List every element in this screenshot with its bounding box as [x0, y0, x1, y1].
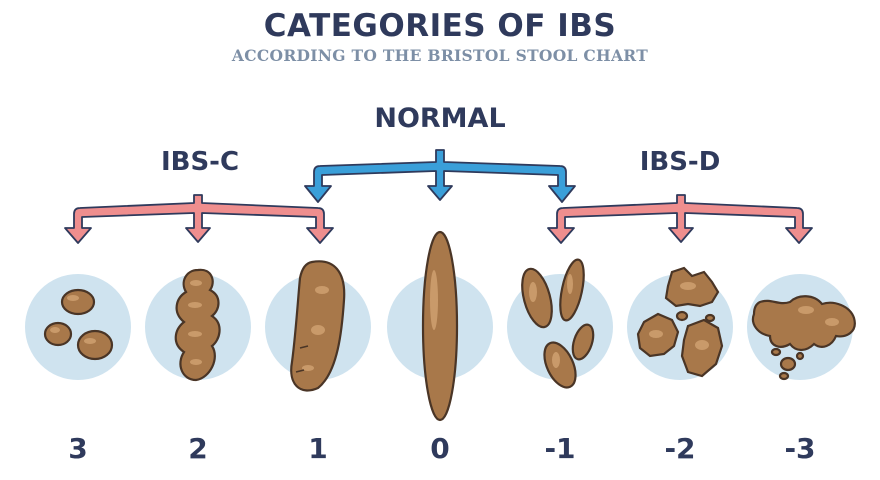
blue-arrow-icon	[304, 149, 576, 203]
stool-type-minus-1	[507, 258, 613, 389]
stool-type-3	[25, 274, 131, 380]
scale-value-3: 3	[68, 432, 88, 465]
scale-value-1: 1	[308, 432, 328, 465]
normal-label: NORMAL	[374, 103, 506, 134]
page-title: CATEGORIES OF IBS	[263, 8, 617, 44]
ibs-c-bracket	[64, 194, 334, 244]
stool-type-minus-2	[627, 266, 733, 380]
scale-value-minus-1: -1	[544, 432, 576, 465]
lumpy-sausage-icon	[174, 268, 221, 382]
pink-arrow-icon	[547, 194, 813, 244]
ibs-d-bracket	[547, 194, 813, 244]
stool-type-0	[387, 230, 493, 422]
ibs-d-label: IBS-D	[639, 147, 721, 177]
scale-value-minus-3: -3	[784, 432, 816, 465]
stool-type-2	[145, 268, 251, 382]
pink-arrow-icon	[64, 194, 334, 244]
ibs-c-label: IBS-C	[160, 147, 240, 177]
normal-bracket	[304, 149, 576, 203]
scale-value-minus-2: -2	[664, 432, 696, 465]
hard-lumps-icon	[43, 288, 114, 361]
smooth-stool-icon	[421, 230, 459, 422]
scale-value-0: 0	[430, 432, 450, 465]
page-subtitle: ACCORDING TO THE BRISTOL STOOL CHART	[231, 46, 649, 65]
stool-type-1	[265, 260, 371, 392]
watery-splash-icon	[751, 295, 856, 381]
scale-value-2: 2	[188, 432, 208, 465]
stool-type-minus-3	[747, 274, 856, 381]
